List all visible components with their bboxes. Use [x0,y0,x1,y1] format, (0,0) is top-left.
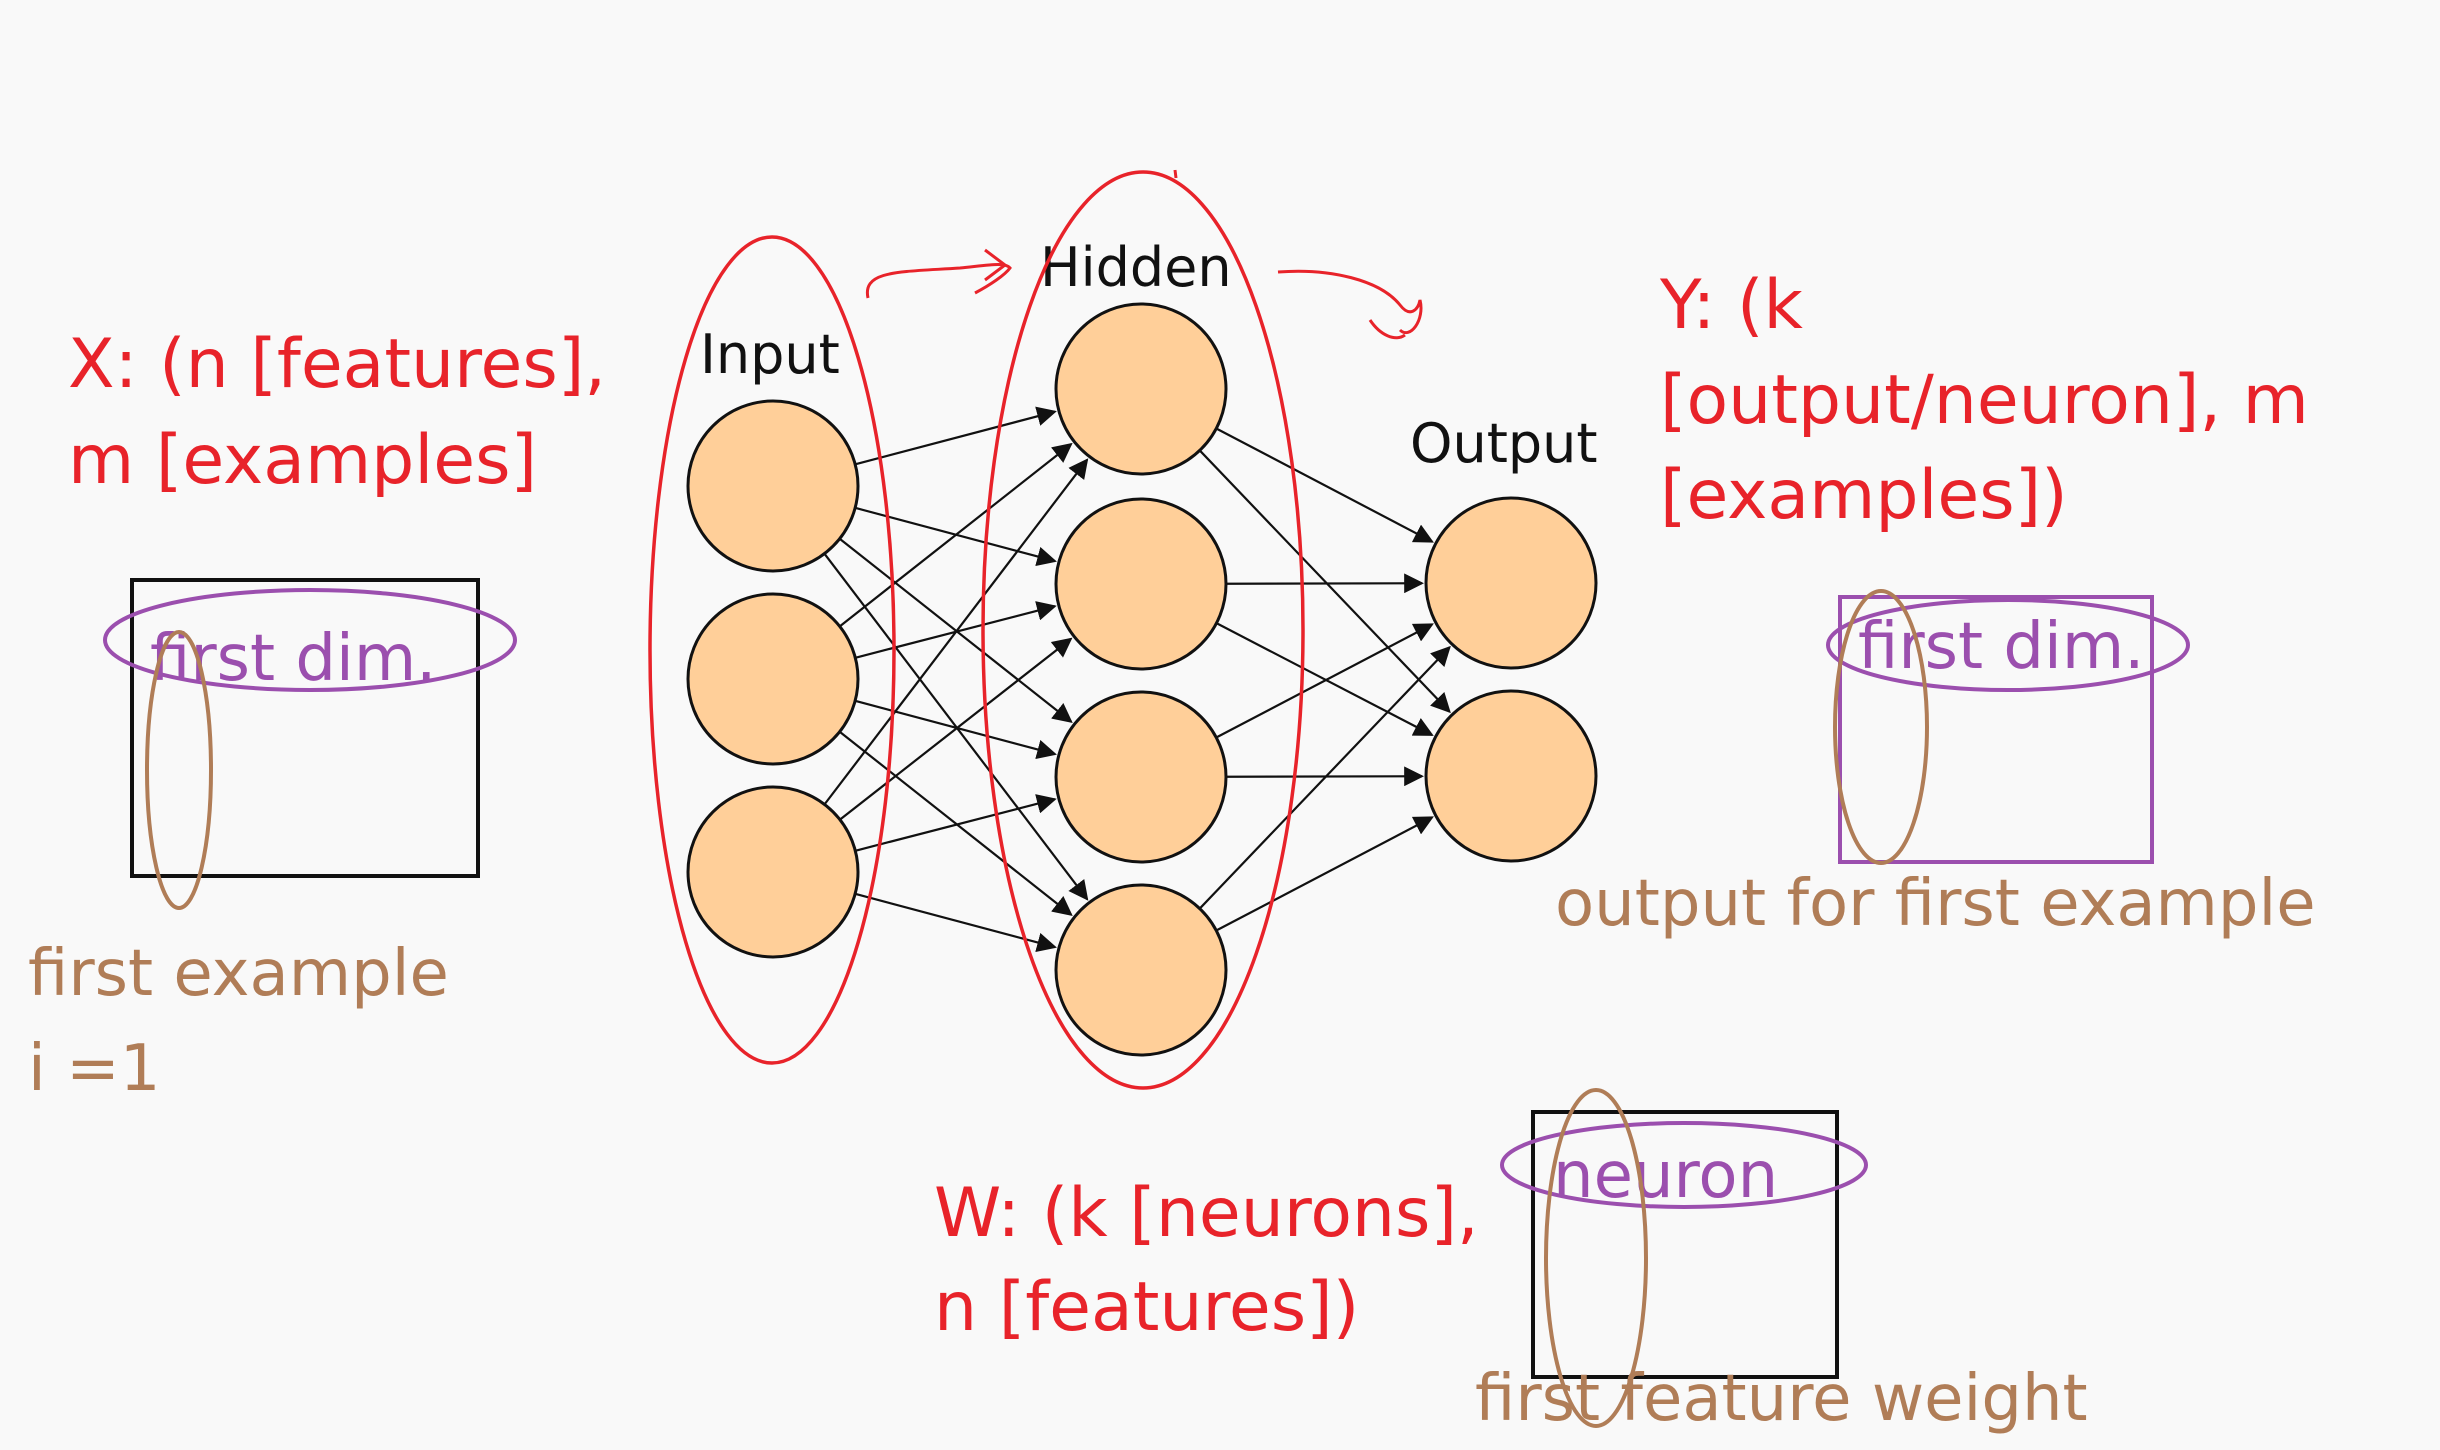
input-layer-label: Input [700,323,840,386]
hidden-layer-ellipse [981,170,1305,1090]
x-first-example-label: first example [28,937,449,1011]
connection-hidden-to-output [1225,766,1424,787]
w-shape-line1: W: (k [neurons], [934,1174,1479,1253]
hidden-neuron-4 [1054,883,1228,1057]
input-to-hidden-arrow [865,248,1012,299]
connection-hidden-to-output [1215,622,1434,736]
y-shape-line2: [output/neuron], m [1660,361,2309,440]
input-neuron-3 [686,785,860,959]
y-first-dim-label: first dim. [1858,610,2145,684]
hidden-neuron-2 [1054,497,1228,671]
connection-input-to-hidden [854,699,1057,760]
hidden-layer-label: Hidden [1040,236,1232,299]
network-edges [823,406,1451,953]
x-first-example-ellipse [145,630,213,910]
y-first-dim-ellipse [1826,598,2190,692]
w-matrix-box [1531,1110,1839,1379]
hidden-ellipse-tick [1173,169,1178,179]
connection-hidden-to-output [1225,573,1424,594]
y-shape-line3: [examples]) [1660,456,2068,535]
w-neuron-ellipse [1500,1121,1868,1209]
w-shape-line2: n [features]) [934,1268,1359,1347]
y-shape-line1: Y: (k [1659,266,1804,345]
connection-input-to-hidden [823,458,1089,806]
connection-hidden-to-output [1215,623,1434,739]
hidden-to-output-arrow [1277,269,1423,340]
connection-input-to-hidden [838,730,1073,917]
input-layer-ellipse [648,235,896,1065]
connection-hidden-to-output [1198,449,1451,714]
w-feature-caption: first feature weight [1475,1362,2088,1436]
connection-input-to-hidden [854,892,1057,953]
y-output-caption: output for first example [1555,867,2316,941]
w-first-feature-ellipse [1544,1088,1648,1428]
connection-input-to-hidden [854,406,1057,466]
connection-input-to-hidden [838,537,1073,724]
connection-hidden-to-output [1198,645,1451,910]
connection-hidden-to-output [1215,427,1434,543]
connection-input-to-hidden [855,794,1057,852]
x-matrix-box [130,578,480,878]
output-layer-label: Output [1410,412,1598,475]
x-shape-line2: m [examples] [68,421,537,500]
connection-hidden-to-output [1215,816,1434,932]
input-neuron-2 [686,592,860,766]
hidden-neuron-3 [1054,690,1228,864]
output-neuron-1 [1424,496,1598,670]
connection-input-to-hidden [839,637,1073,821]
y-matrix-box [1838,595,2154,864]
network-neurons [686,302,1598,1057]
connection-input-to-hidden [839,442,1073,628]
y-first-output-ellipse [1833,589,1929,865]
connection-input-to-hidden [823,552,1089,901]
x-first-dim-ellipse [103,588,517,692]
x-example-index-label: i =1 [28,1032,160,1106]
input-neuron-1 [686,399,860,573]
output-neuron-2 [1424,689,1598,863]
x-shape-line1: X: (n [features], [68,325,606,404]
hidden-neuron-1 [1054,302,1228,476]
